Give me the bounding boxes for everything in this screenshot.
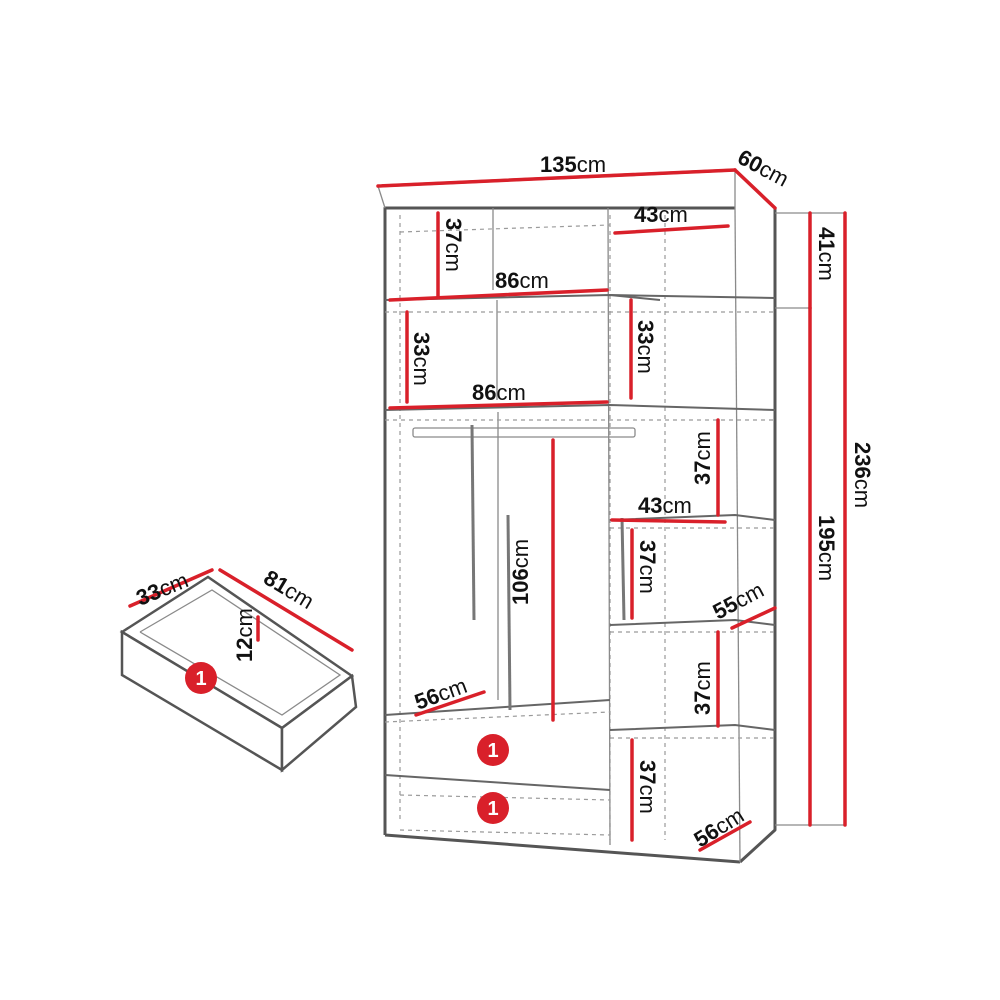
drawer-inner-rim: [139, 589, 342, 716]
label-depth-total: 60cm: [734, 144, 793, 191]
dim-line-bottom-56: [414, 690, 486, 717]
middle-divider: [607, 207, 611, 846]
dimension-lines: [376, 168, 847, 852]
dim-line-mid-left-w: [388, 400, 609, 410]
dim-line-top-left-w: [388, 288, 609, 302]
drawer-detail: [119, 568, 358, 773]
dim-line-drawer-33: [128, 568, 214, 608]
dim-line-drawer-81: [218, 568, 354, 652]
lower-drawer-badge-text: 1: [487, 798, 498, 820]
label-drawer-width: 81cm: [259, 565, 318, 614]
drawer-detail-badge-text: 1: [195, 668, 206, 690]
drawer-area-back: [384, 711, 611, 723]
label-right-shelf-4: 37cm: [635, 760, 660, 814]
label-top-left-height: 37cm: [441, 218, 466, 272]
shelf-top-dashed: [399, 224, 611, 233]
label-width-total: 135cm: [540, 152, 606, 177]
door-handle-third: [620, 517, 626, 621]
wardrobe-body: [377, 168, 845, 864]
dim-line-depth: [733, 168, 777, 210]
label-mid-right-height: 33cm: [633, 320, 658, 374]
shelf-top-right: [609, 294, 776, 299]
drawer-side-panel: [280, 673, 358, 773]
right-front-post: [734, 207, 741, 863]
floor-dashed: [399, 829, 611, 836]
drawer-badges: 1 1 1: [185, 662, 509, 824]
lower-drawer-badge: [477, 792, 509, 824]
door-handle-right: [506, 514, 512, 711]
wardrobe-bottom-edge: [384, 833, 741, 864]
shelf-right-2: [609, 618, 776, 626]
dim-line-right-55: [730, 606, 777, 630]
dim-line-right-43: [610, 518, 727, 524]
label-right-shelf-3: 37cm: [690, 661, 715, 715]
label-top-right-width: 43cm: [634, 202, 688, 227]
shelf-right-1: [609, 513, 776, 521]
label-hang-height: 106cm: [508, 539, 533, 605]
label-height-lower: 195cm: [814, 515, 839, 581]
dim-line-width: [376, 168, 737, 188]
label-drawer-height: 12cm: [232, 608, 257, 662]
drawer-divider: [384, 774, 611, 791]
drawer-detail-badge: [185, 662, 217, 694]
label-right-shelf-2: 37cm: [635, 540, 660, 594]
label-mid-left-width: 86cm: [472, 380, 526, 405]
label-height-total: 236cm: [850, 442, 875, 508]
upper-drawer-badge: [477, 734, 509, 766]
shelf-mid: [384, 403, 776, 411]
label-top-left-width: 86cm: [495, 268, 549, 293]
hanging-rail: [412, 427, 636, 438]
label-mid-left-height: 33cm: [409, 332, 434, 386]
dim-line-bottom-right-56: [698, 820, 752, 852]
label-right-width-2: 43cm: [638, 493, 692, 518]
label-right-shelf-1: 37cm: [690, 431, 715, 485]
shelf-right-3: [609, 723, 776, 731]
door-handle-left: [470, 424, 476, 621]
top-left-corner: [377, 185, 386, 209]
label-height-top-right: 41cm: [814, 227, 839, 281]
dim-line-top-right-w: [613, 224, 730, 235]
upper-drawer-badge-text: 1: [487, 740, 498, 762]
